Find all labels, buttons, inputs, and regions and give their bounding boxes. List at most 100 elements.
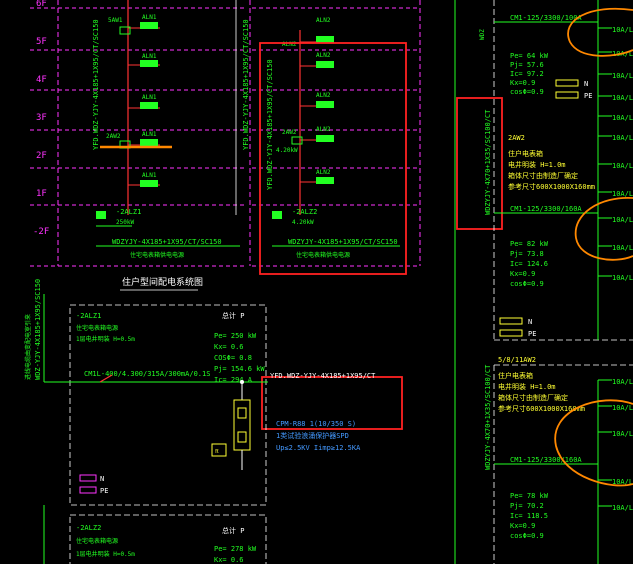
kx-value: Kx=0.9 [510, 270, 535, 278]
meter-box[interactable] [119, 26, 131, 35]
pe-bar [499, 329, 523, 337]
aln-label: ALN1 [142, 14, 157, 21]
cos-value: cosΦ=0.9 [510, 532, 544, 540]
panel-desc: 参考尺寸600X1000X160mm [508, 182, 595, 191]
panel-id: 2AW2 [508, 134, 525, 142]
n-label: N [100, 475, 104, 483]
aln-box[interactable] [316, 61, 334, 68]
feeder-desc: 住宅电表箱供电电源 [130, 251, 184, 259]
n-bar [499, 317, 523, 325]
outlet-label: 10A/L [612, 216, 633, 224]
panel-desc: 箱体尺寸由制造厂确定 [498, 393, 568, 402]
outlet-label: 10A/L [612, 378, 633, 386]
n-label: N [528, 318, 532, 326]
outlet-label: 10A/L [612, 114, 633, 122]
panel-marker[interactable] [272, 211, 282, 219]
ic-value: Ic= 294 A [214, 376, 253, 384]
kx-value: Kx= 0.6 [214, 556, 244, 564]
spd-params: Up≤2.5KV Iimp≥12.5KA [276, 444, 361, 452]
outlet-label: 10A/L [612, 504, 633, 512]
aw-label: 5AW1 [108, 17, 123, 24]
aln-label: ALN1 [142, 131, 157, 138]
aw-label: 2AW2 [106, 133, 121, 140]
pj-value: Pj= 70.2 [510, 502, 544, 510]
panel-id: -2ALZ1 [116, 208, 141, 216]
floor-label: 2F [36, 151, 47, 161]
breaker-label: CM1L-400/4.300/315A/300mA/0.1S [84, 370, 210, 378]
pj-value: Pj= 57.6 [510, 61, 544, 69]
aln-label: ALN2 [316, 126, 331, 133]
outlet-label: 10A/L [612, 134, 633, 142]
incoming-cable-desc: 进线电缆由变配电室引来 [24, 314, 32, 380]
pe-value: Pe= 78 kW [510, 492, 549, 500]
aln-box[interactable] [316, 36, 334, 43]
panel-marker[interactable] [96, 211, 106, 219]
ic-value: Ic= 118.5 [510, 512, 548, 520]
panel-id: -2ALZ2 [292, 208, 317, 216]
pe-bar [79, 486, 97, 494]
highlight-box-vertical-cable [456, 97, 503, 230]
panel-current: 4.20kW [292, 219, 314, 226]
aln-box[interactable] [140, 180, 158, 187]
aln-box[interactable] [140, 102, 158, 109]
panel-id: 5/8/11AW2 [498, 356, 536, 364]
pe-value: Pe= 64 kW [510, 52, 549, 60]
aln-box[interactable] [316, 135, 334, 142]
panel-desc: 电井明装 H=1.0m [498, 382, 556, 391]
riser-middle[interactable]: ALN2 ALN2 ALN2 ALN2 2AW2 ALN2 ALN2 4.20k… [266, 17, 400, 259]
highlight-box-outgoing-cable [261, 376, 403, 430]
svg-text:π: π [215, 448, 219, 455]
panel-desc: 住宅电表箱电源 [76, 324, 118, 332]
highlight-box-riser [259, 42, 407, 275]
right-bottom-panel[interactable]: WDZYJY-4X70+1X35/SC100/CT 5/8/11AW2 住户电表… [484, 356, 633, 540]
riser-left[interactable]: 5AW1 ALN1 ALN1 ALN1 ALN1 ALN1 2AW2 YFD.W… [92, 0, 250, 259]
panel-desc: 住户电表箱 [498, 371, 533, 380]
feeder-cable-label: WDZYJY-4X185+1X95/CT/SC150 [288, 238, 398, 246]
aw-current: 4.20kW [276, 147, 298, 154]
meter-box[interactable] [291, 136, 303, 145]
floor-grid [30, 0, 421, 267]
pe-label: PE [584, 92, 592, 100]
cos-value: cosΦ=0.9 [510, 280, 544, 288]
pe-label: PE [100, 487, 108, 495]
outlet-label: 10A/L [612, 244, 633, 252]
outlet-label: 10A/L [612, 162, 633, 170]
right-mid-panel[interactable]: WDZYJY-4X70+1X35/SC100/CT 2AW2 住户电表箱 电井明… [484, 109, 633, 338]
feeder-desc: 住宅电表箱供电电源 [296, 251, 350, 259]
cos-value: cosΦ=0.9 [510, 88, 544, 96]
vertical-cable-label: YFD.WDZ-YJY-4X185+1X95/CT/SC150 [242, 19, 250, 150]
incoming-cable-label: WDZ-YJY-4X185+1X95/SC150 [34, 279, 42, 380]
breaker-symbol[interactable] [99, 374, 113, 383]
panel-desc: 住宅电表箱电源 [76, 537, 118, 545]
total-label: 总计 P [222, 526, 244, 535]
ic-value: Ic= 124.6 [510, 260, 548, 268]
n-label: N [584, 80, 588, 88]
pe-label: PE [528, 330, 536, 338]
vertical-cable-label: YFD.WDZ-YJY-4X185+1X95/CT/SC150 [266, 59, 274, 190]
annotation-circle [567, 7, 633, 57]
panel-desc: 电井明装 H=1.0m [508, 160, 566, 169]
aln-box[interactable] [140, 60, 158, 67]
right-panels [454, 0, 633, 564]
aln-label: ALN1 [142, 94, 157, 101]
pe-value: Pe= 278 kW [214, 545, 257, 553]
aln-label: ALN1 [142, 172, 157, 179]
aln-box[interactable] [316, 101, 334, 108]
ground-symbol [211, 443, 227, 457]
panel-desc: 箱体尺寸由制造厂确定 [508, 171, 578, 180]
distribution-panel-2[interactable]: -2ALZ2 住宅电表箱电源 1层电井明装 H=0.5m 总计 P Pe= 27… [43, 505, 267, 564]
aln-label: ALN2 [316, 169, 331, 176]
floor-label: 6F [36, 0, 47, 9]
feeder-cable-label: WDZYJY-4X185+1X95/CT/SC150 [112, 238, 222, 246]
n-bar [555, 79, 579, 87]
aln-box[interactable] [140, 22, 158, 29]
outlet-label: 10A/L [612, 274, 633, 282]
outlet-label: 10A/L [612, 72, 633, 80]
aln-box[interactable] [316, 177, 334, 184]
right-top-panel[interactable]: WDZ CM1-125/3300/100A Pe= 64 kW Pj= 57.6… [479, 7, 633, 122]
aw-label: 2AW2 [282, 129, 297, 136]
aln-box[interactable] [140, 139, 158, 146]
distribution-panel-1[interactable]: -2ALZ1 住宅电表箱电源 1层电井明装 H=0.5m 总计 P Pe= 25… [24, 279, 376, 506]
annotation-circle [554, 399, 633, 487]
